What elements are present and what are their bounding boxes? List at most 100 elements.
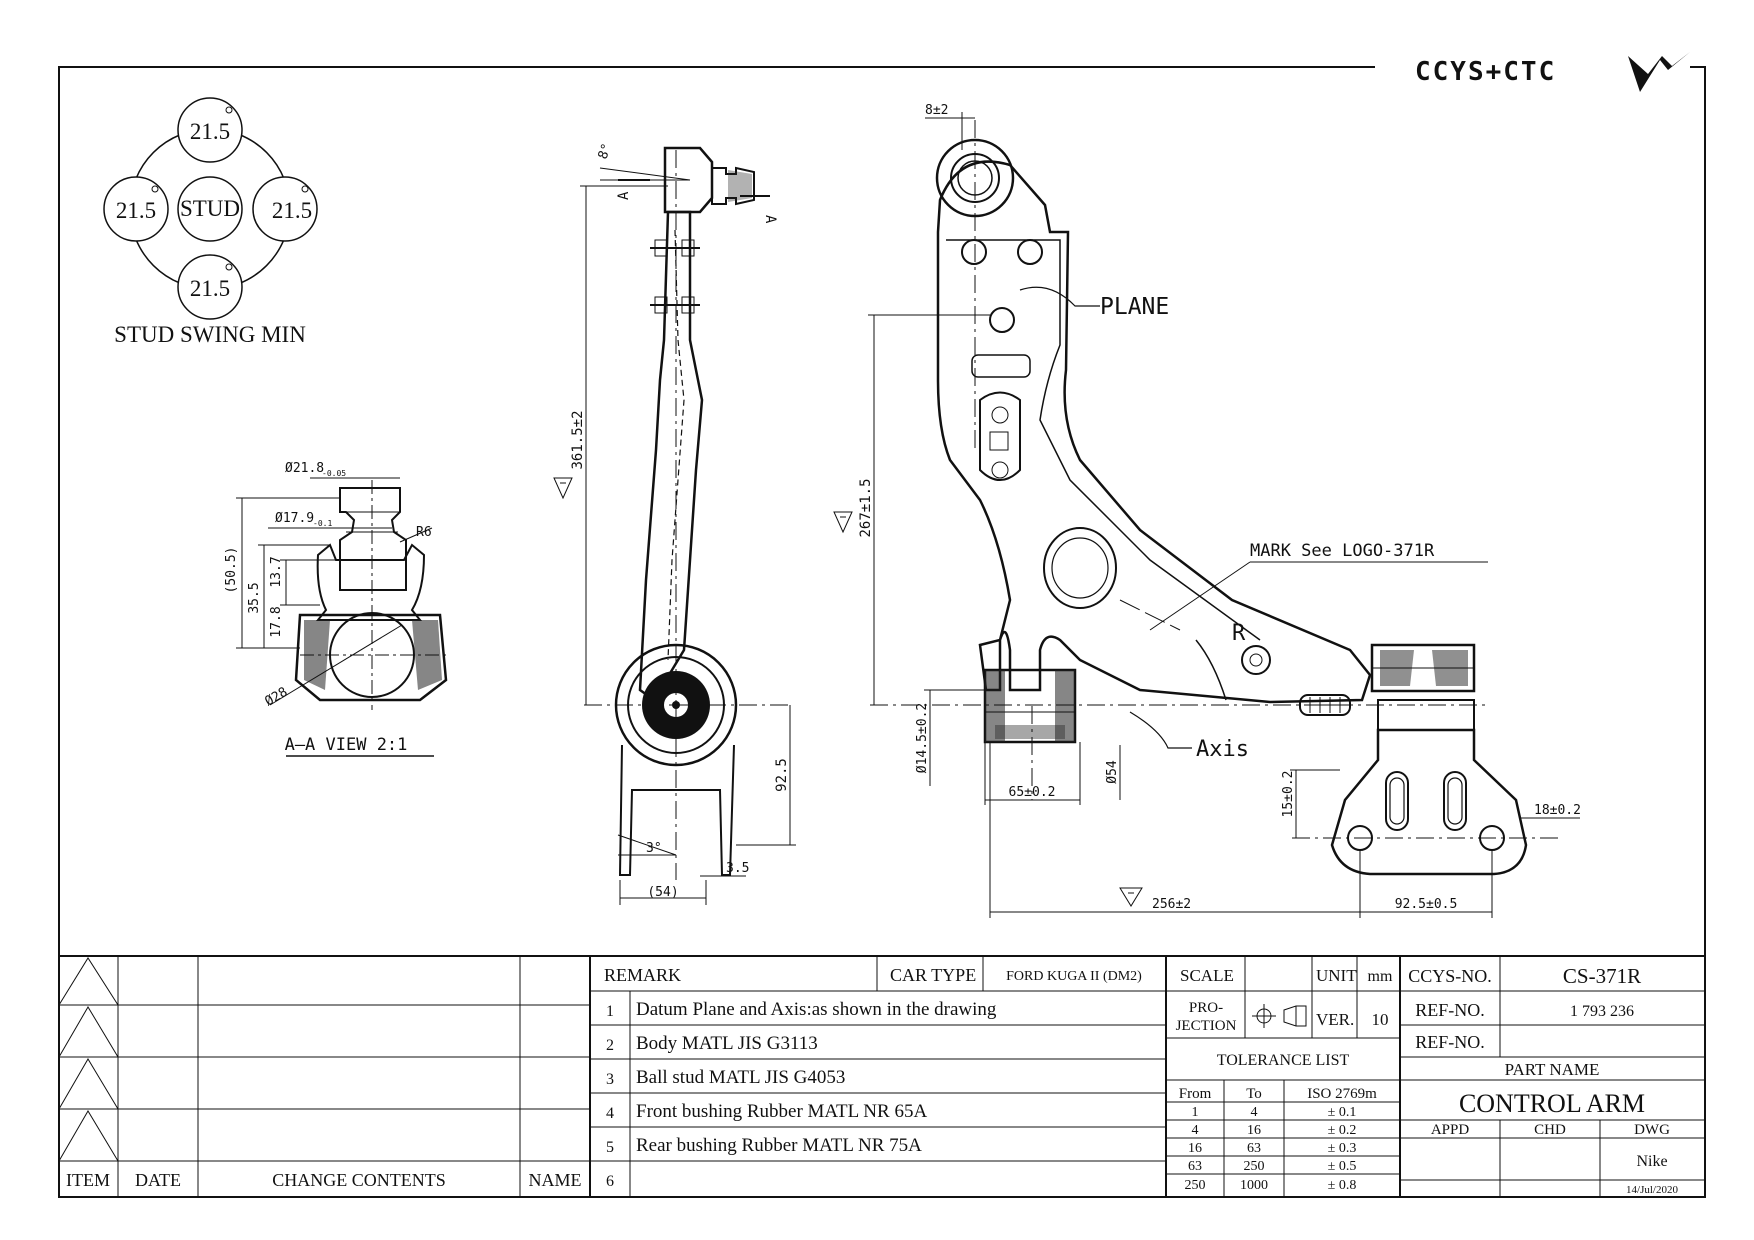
remark-item: 3 Ball stud MATL JIS G4053 — [606, 1067, 845, 1088]
stud-swing-diagram: STUD 21.5 21.5 21.5 21.5 STUD SWING MIN — [103, 97, 318, 347]
tolerance-title: TOLERANCE LIST — [1217, 1052, 1350, 1069]
svg-text:Rear bushing Rubber MATL NR 75: Rear bushing Rubber MATL NR 75A — [636, 1135, 922, 1156]
remark-item: 4 Front bushing Rubber MATL NR 65A — [606, 1101, 927, 1122]
ref-no2-label: REF-NO. — [1415, 1032, 1485, 1052]
dim-54: (54) — [647, 885, 678, 900]
angle-8: 8° — [596, 142, 615, 162]
col-name: NAME — [529, 1170, 582, 1190]
tol-col-iso: ISO 2769m — [1307, 1086, 1377, 1102]
dim-256: 256±2 — [1152, 897, 1191, 912]
section-marker-a-left: A — [616, 191, 632, 200]
remark-title: REMARK — [604, 965, 681, 985]
svg-text:± 0.3: ± 0.3 — [1328, 1141, 1357, 1156]
appd-label: APPD — [1431, 1122, 1470, 1138]
svg-text:Datum Plane and Axis:as shown: Datum Plane and Axis:as shown in the dra… — [636, 999, 997, 1020]
col-change-contents: CHANGE CONTENTS — [272, 1170, 446, 1190]
dim-d21-8-tol: -0.05 — [322, 469, 346, 478]
ref-no-value: 1 793 236 — [1570, 1003, 1634, 1020]
table-row: 250 1000 ± 0.8 — [1185, 1178, 1357, 1193]
part-name-value: CONTROL ARM — [1459, 1089, 1645, 1118]
unit-label: UNIT — [1316, 966, 1357, 985]
swing-angle-right: 21.5 — [272, 198, 312, 223]
ccys-no-label: CCYS-NO. — [1408, 966, 1492, 986]
scale-label: SCALE — [1180, 966, 1234, 985]
dim-d14-5: Ø14.5±0.2 — [915, 703, 930, 773]
svg-text:4: 4 — [1251, 1105, 1258, 1120]
table-row: 63 250 ± 0.5 — [1188, 1159, 1356, 1174]
table-row: 1 4 ± 0.1 — [1192, 1105, 1357, 1120]
svg-text:1000: 1000 — [1240, 1178, 1268, 1193]
part-name-label: PART NAME — [1505, 1060, 1600, 1079]
car-type-label: CAR TYPE — [890, 965, 976, 985]
section-view: Ø21.8 -0.05 Ø17.9 -0.1 R6 (50.5) 35.5 13… — [224, 461, 448, 757]
svg-text:5: 5 — [606, 1139, 614, 1156]
projection-label-2: JECTION — [1176, 1018, 1237, 1034]
svg-text:1: 1 — [606, 1003, 614, 1020]
svg-text:± 0.8: ± 0.8 — [1328, 1178, 1357, 1193]
svg-text:63: 63 — [1188, 1159, 1202, 1174]
dwg-label: DWG — [1634, 1122, 1670, 1138]
dim-92-5: 92.5 — [774, 758, 790, 792]
col-date: DATE — [135, 1170, 181, 1190]
ver-value: 10 — [1372, 1010, 1389, 1029]
remark-item: 2 Body MATL JIS G3113 — [606, 1033, 818, 1054]
svg-text:250: 250 — [1244, 1159, 1265, 1174]
dim-50-5: (50.5) — [224, 547, 239, 594]
section-caption: A—A VIEW 2:1 — [285, 735, 408, 755]
stud-label: STUD — [180, 196, 240, 221]
svg-text:± 0.2: ± 0.2 — [1328, 1123, 1357, 1138]
col-item: ITEM — [66, 1170, 110, 1190]
svg-text:4: 4 — [606, 1105, 614, 1122]
stud-swing-caption: STUD SWING MIN — [114, 322, 306, 347]
dim-17-8: 17.8 — [269, 606, 284, 637]
angle-3: 3° — [646, 841, 662, 856]
tol-col-from: From — [1179, 1086, 1212, 1102]
part-info-block: CCYS-NO. CS-371R REF-NO. 1 793 236 REF-N… — [1408, 964, 1678, 1196]
dim-d28: Ø28 — [263, 685, 291, 710]
scale-tolerance-block: SCALE UNIT mm PRO- JECTION VER. 10 TOLER… — [1176, 966, 1393, 1193]
ver-label: VER. — [1316, 1010, 1354, 1029]
brand-logo: CCYS+CTC — [1415, 52, 1690, 92]
section-marker-a-right: A — [762, 215, 778, 224]
dim-d17-9-tol: -0.1 — [313, 519, 332, 528]
remark-item: 1 Datum Plane and Axis:as shown in the d… — [606, 999, 997, 1020]
chd-label: CHD — [1534, 1122, 1566, 1138]
dim-15: 15±0.2 — [1281, 771, 1296, 818]
dim-d21-8: Ø21.8 — [285, 461, 324, 476]
projection-label-1: PRO- — [1189, 1000, 1223, 1016]
svg-text:Front bushing Rubber MATL NR 6: Front bushing Rubber MATL NR 65A — [636, 1101, 927, 1122]
svg-text:2: 2 — [606, 1037, 614, 1054]
svg-text:Ball stud MATL JIS G4053: Ball stud MATL JIS G4053 — [636, 1067, 845, 1088]
drawing-date: 14/Jul/2020 — [1626, 1184, 1678, 1196]
swing-angle-left: 21.5 — [116, 198, 156, 223]
sheet-border — [58, 66, 1706, 1198]
tol-col-to: To — [1246, 1086, 1262, 1102]
plane-label: PLANE — [1100, 294, 1169, 320]
dwg-name: Nike — [1636, 1153, 1667, 1170]
svg-text:6: 6 — [606, 1173, 614, 1190]
dim-3-5: 3.5 — [726, 861, 749, 876]
dim-18: 18±0.2 — [1534, 803, 1581, 818]
dim-361-5: 361.5±2 — [570, 410, 586, 469]
table-row: 16 63 ± 0.3 — [1188, 1141, 1356, 1156]
top-view: R 8±2 PLANE — [833, 103, 1581, 918]
dim-d17-9: Ø17.9 — [275, 511, 314, 526]
side-view: A A 8° 361.5±2 92.5 3° 3.5 (54) — [553, 142, 796, 905]
dim-92-5b: 92.5±0.5 — [1395, 897, 1458, 912]
ccys-no-value: CS-371R — [1563, 964, 1641, 988]
remark-item: 5 Rear bushing Rubber MATL NR 75A — [606, 1135, 922, 1156]
unit-value: mm — [1368, 968, 1393, 985]
table-row: 4 16 ± 0.2 — [1192, 1123, 1357, 1138]
svg-text:1: 1 — [1192, 1105, 1199, 1120]
svg-text:± 0.5: ± 0.5 — [1328, 1159, 1357, 1174]
svg-text:63: 63 — [1247, 1141, 1261, 1156]
swing-angle-bottom: 21.5 — [190, 276, 230, 301]
svg-text:3: 3 — [606, 1071, 614, 1088]
swing-angle-top: 21.5 — [190, 119, 230, 144]
brand-name: CCYS+CTC — [1415, 57, 1556, 87]
side-letter-r: R — [1232, 621, 1246, 646]
title-block-grid — [58, 955, 1705, 1197]
car-type-value: FORD KUGA II (DM2) — [1006, 969, 1142, 984]
axis-label: Axis — [1196, 737, 1249, 762]
